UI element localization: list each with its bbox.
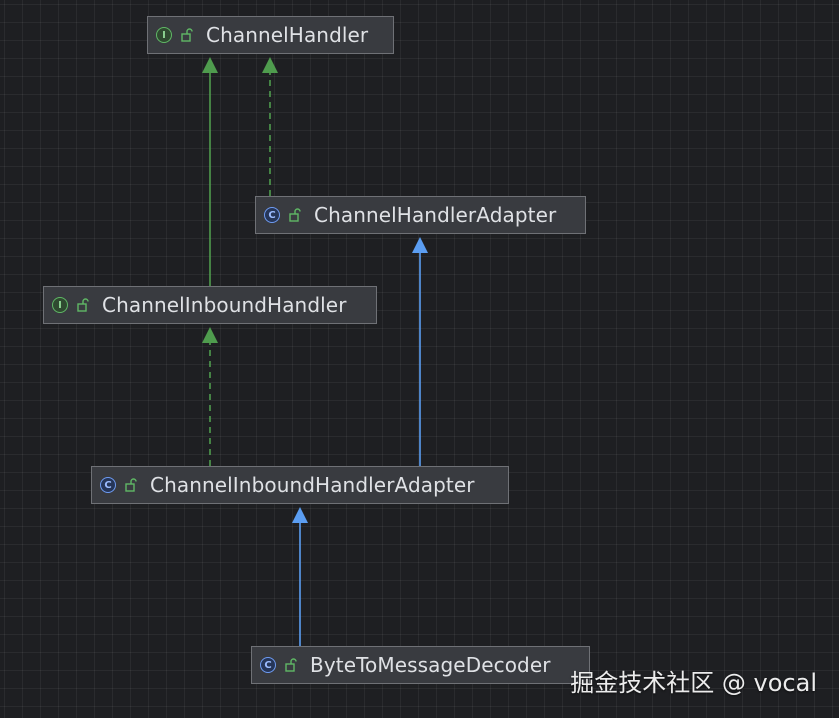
public-lock-icon bbox=[284, 658, 298, 672]
node-label: ByteToMessageDecoder bbox=[310, 653, 551, 677]
public-lock-icon bbox=[76, 298, 90, 312]
edge-arrowhead bbox=[412, 237, 428, 253]
node-label: ChannelHandler bbox=[206, 23, 369, 47]
node-channel-inbound-handler-adapter[interactable]: C ChannelInboundHandlerAdapter bbox=[91, 466, 509, 504]
node-channel-inbound-handler[interactable]: I ChannelInboundHandler bbox=[43, 286, 377, 324]
class-icon: C bbox=[100, 477, 116, 493]
node-channel-handler[interactable]: I ChannelHandler bbox=[147, 16, 394, 54]
watermark: 掘金技术社区 @ vocal bbox=[570, 669, 817, 697]
public-lock-icon bbox=[288, 208, 302, 222]
edge-arrowhead bbox=[292, 507, 308, 523]
class-icon: C bbox=[260, 657, 276, 673]
interface-icon: I bbox=[156, 27, 172, 43]
node-label: ChannelInboundHandler bbox=[102, 293, 347, 317]
public-lock-icon bbox=[180, 28, 194, 42]
edge-arrowhead bbox=[202, 327, 218, 343]
interface-icon: I bbox=[52, 297, 68, 313]
edge-arrowhead bbox=[202, 57, 218, 73]
node-label: ChannelInboundHandlerAdapter bbox=[150, 473, 475, 497]
edge-arrowhead bbox=[262, 57, 278, 73]
node-channel-handler-adapter[interactable]: C ChannelHandlerAdapter bbox=[255, 196, 586, 234]
public-lock-icon bbox=[124, 478, 138, 492]
node-byte-to-message-decoder[interactable]: C ByteToMessageDecoder bbox=[251, 646, 590, 684]
class-icon: C bbox=[264, 207, 280, 223]
node-label: ChannelHandlerAdapter bbox=[314, 203, 557, 227]
